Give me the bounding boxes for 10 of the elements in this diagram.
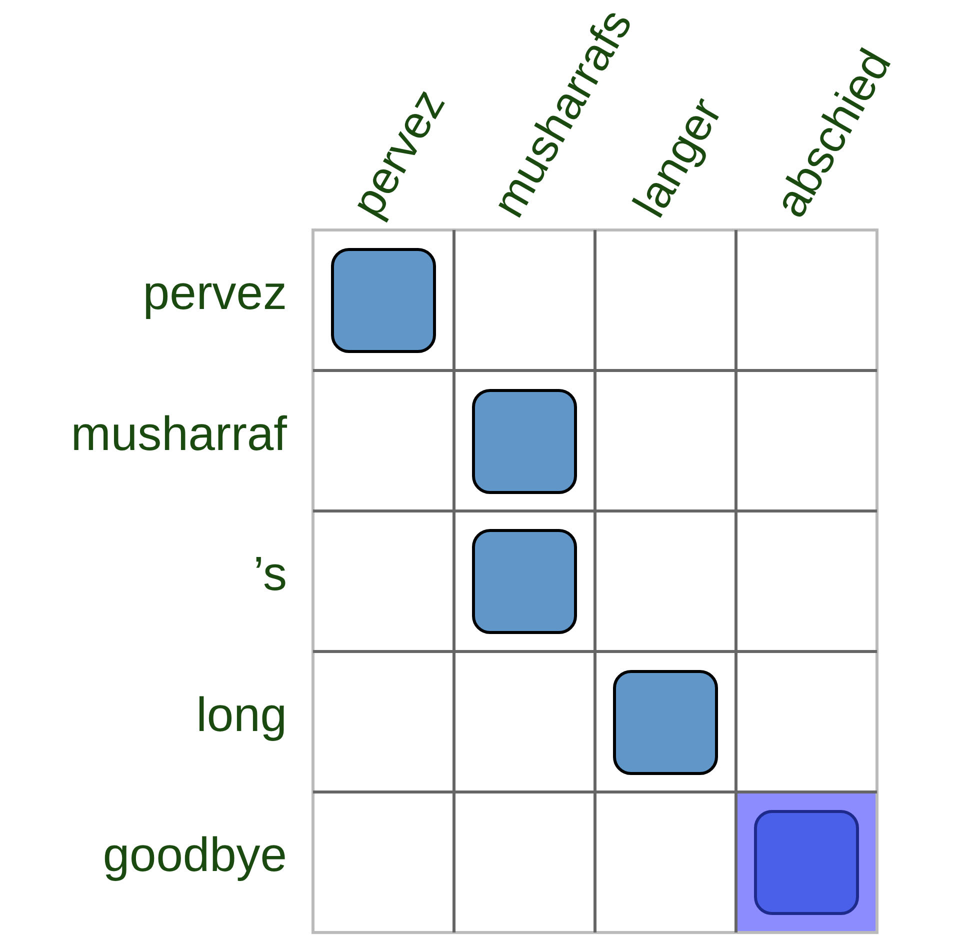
alignment-square: [331, 248, 436, 353]
row-label: ’s: [253, 551, 287, 600]
row-label: long: [196, 692, 287, 740]
alignment-square: [472, 388, 577, 494]
row-label: musharraf: [70, 410, 287, 459]
alignment-square: [472, 529, 577, 634]
alignment-square: [613, 670, 718, 774]
alignment-square: [754, 810, 859, 915]
row-label: goodbye: [102, 832, 287, 880]
row-label: pervez: [142, 270, 287, 318]
